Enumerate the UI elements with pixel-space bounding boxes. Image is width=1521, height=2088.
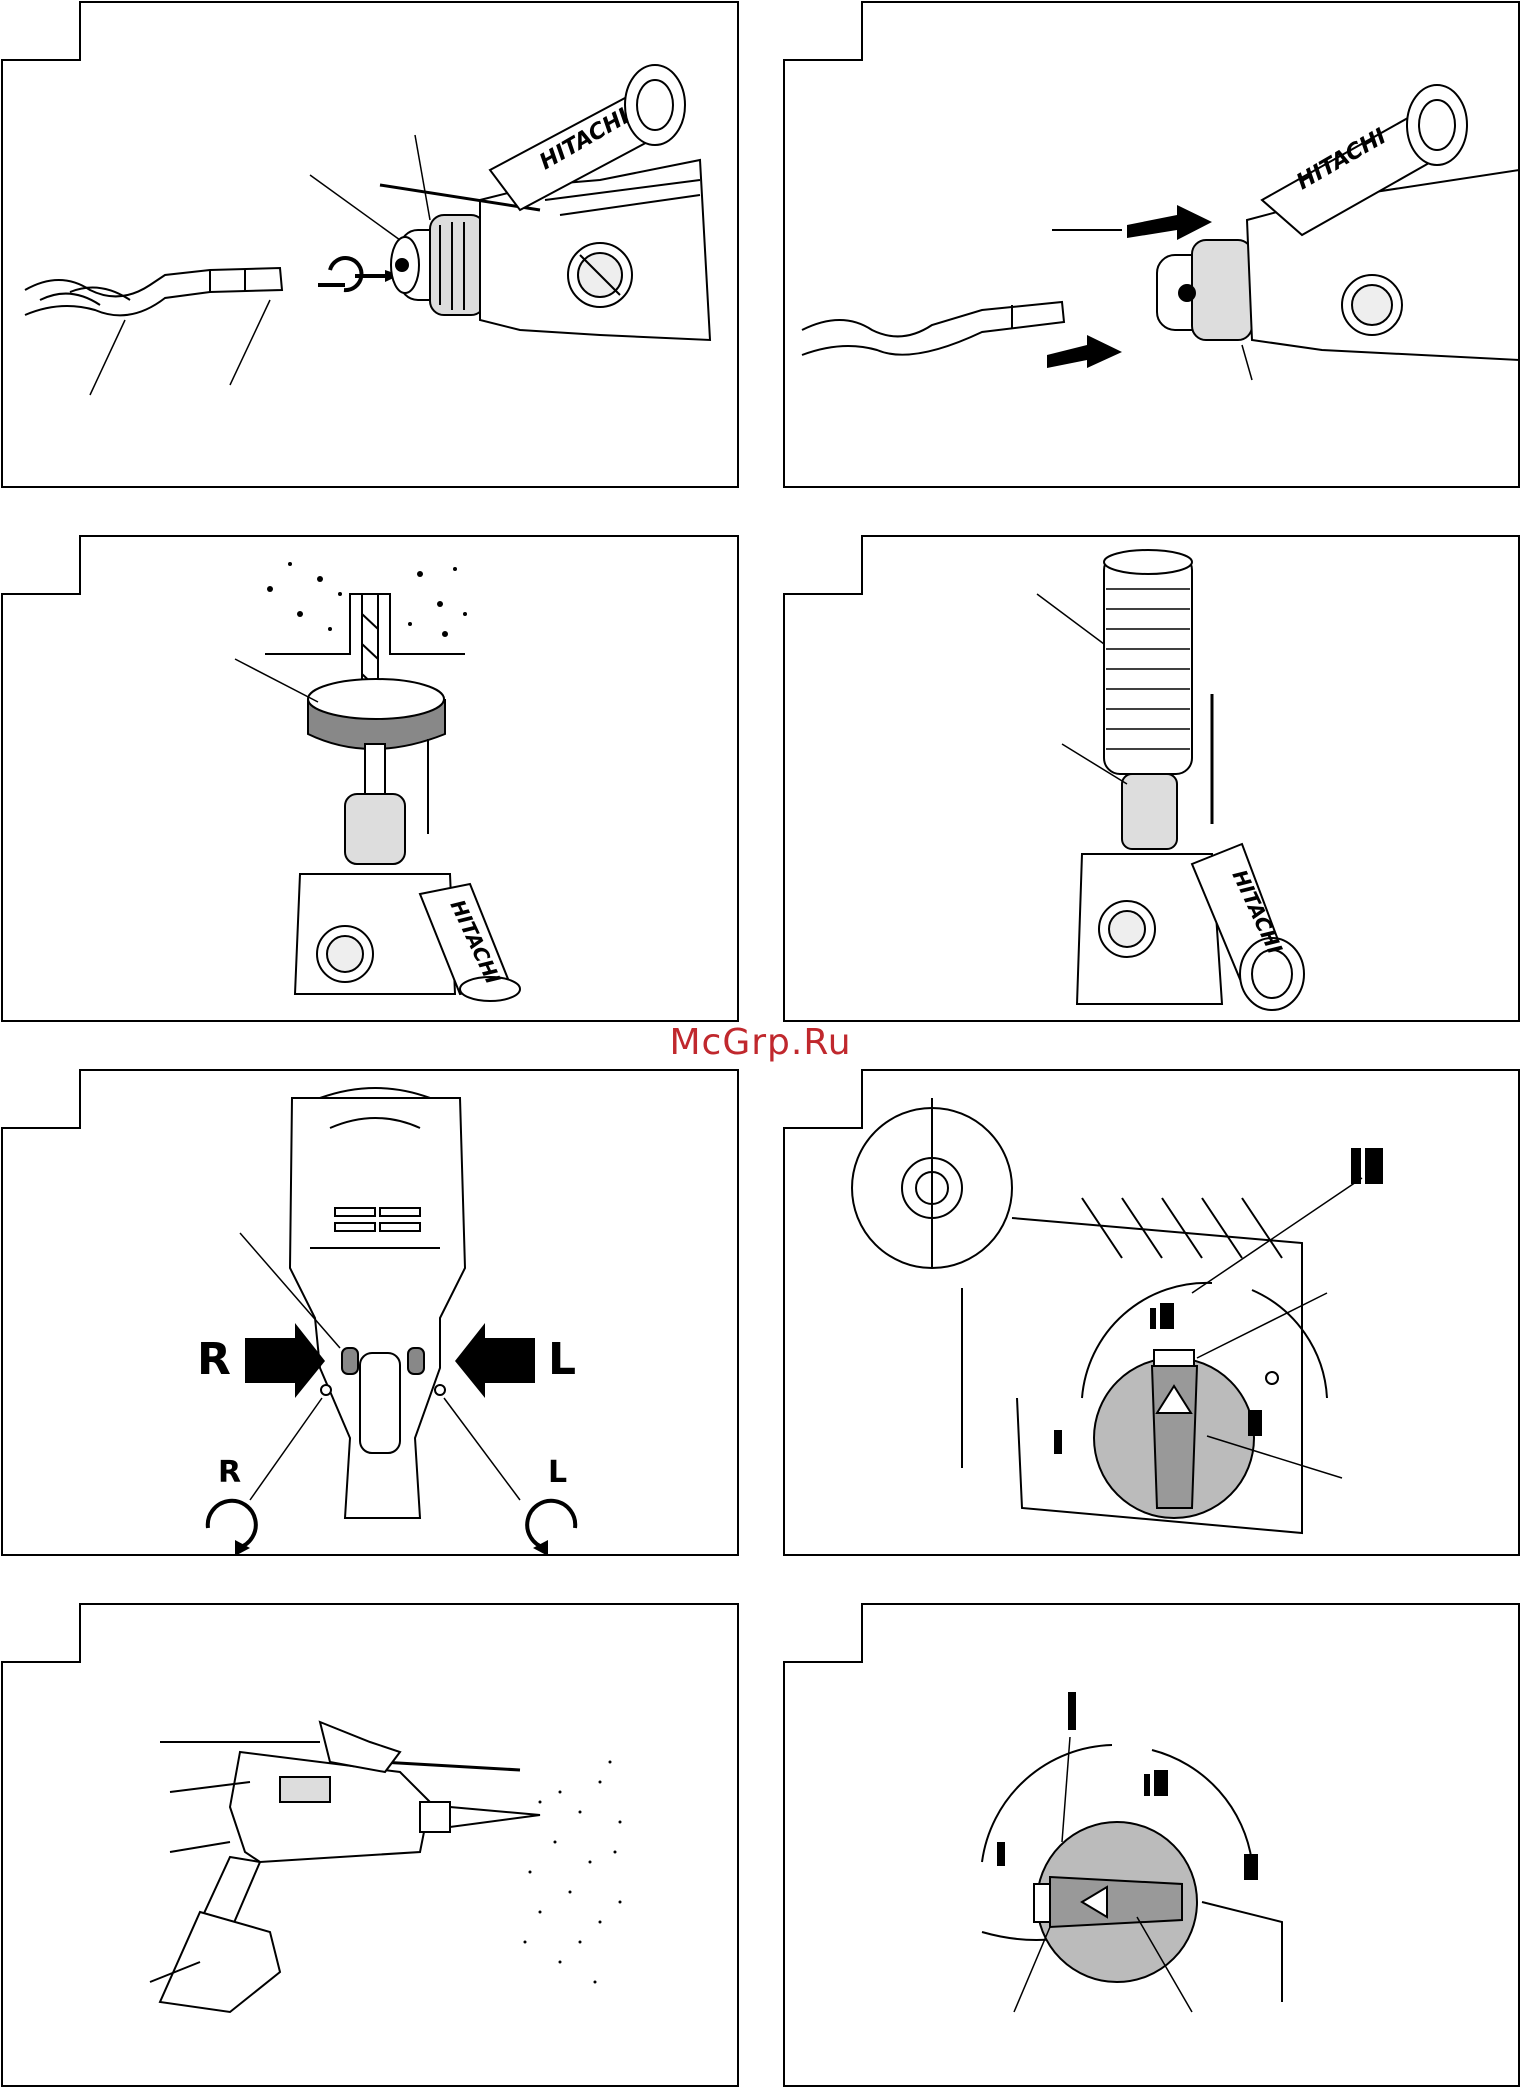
mode-hammer-icon <box>1244 1854 1258 1880</box>
dust-particles <box>524 1761 622 1984</box>
arrow-left-push-icon <box>455 1323 535 1398</box>
figure-2-drawing: HITACHI <box>782 0 1521 490</box>
mode-rotation-icon <box>997 1692 1076 1866</box>
direction-switch-right <box>342 1348 358 1374</box>
drill-bit <box>802 302 1064 355</box>
lock-button <box>1034 1884 1050 1922</box>
dust-collector-bellows <box>1104 550 1192 774</box>
figure-panel-3: HITACHI <box>0 534 740 1024</box>
label-left: L <box>548 1338 576 1382</box>
mode-rotation-icon <box>1054 1430 1062 1454</box>
figure-4-drawing: HITACHI <box>782 534 1521 1024</box>
figure-panel-8 <box>782 1602 1521 2088</box>
hand-drill <box>200 1752 540 1932</box>
side-handle-end <box>852 1098 1012 1268</box>
rotation-left-circle-icon <box>527 1501 575 1556</box>
chuck <box>1122 774 1177 849</box>
direction-switch-left <box>408 1348 424 1374</box>
mode-hammer-rotation-icon <box>1144 1770 1168 1796</box>
figure-5-drawing <box>0 1068 740 1558</box>
figure-3-drawing: HITACHI <box>0 534 740 1024</box>
label-right-circle: R <box>218 1458 241 1488</box>
figure-panel-5: R L R L <box>0 1068 740 1558</box>
leader-line <box>1242 345 1252 380</box>
figure-7-drawing <box>0 1602 740 2088</box>
mode-hammer-rotation-icon <box>1351 1148 1383 1184</box>
figure-8-drawing <box>782 1602 1521 2088</box>
figure-6-drawing <box>782 1068 1521 1558</box>
mode-hammer-icon <box>1248 1410 1262 1436</box>
figure-1-drawing: HITACHI <box>0 0 740 490</box>
label-left-circle: L <box>548 1458 567 1488</box>
chuck <box>391 215 485 315</box>
figure-panel-7 <box>0 1602 740 2088</box>
mode-hammer-rotation-small-icon <box>1150 1303 1174 1329</box>
figure-panel-6 <box>782 1068 1521 1558</box>
figure-panel-4: HITACHI <box>782 534 1521 1024</box>
figure-panel-2: HITACHI <box>782 0 1521 490</box>
leader-line <box>235 659 318 702</box>
chuck <box>1157 240 1252 340</box>
rotate-arrow-icon <box>318 258 400 290</box>
tool-top-view <box>290 1088 465 1518</box>
label-right: R <box>197 1338 231 1382</box>
rotation-right-circle-icon <box>208 1501 256 1556</box>
dust-cup <box>308 679 445 749</box>
lock-button <box>1154 1350 1194 1366</box>
arrow-right-push-icon <box>245 1323 325 1398</box>
hammer-drill-body <box>1247 85 1519 360</box>
watermark: McGrp.Ru <box>0 1022 1521 1063</box>
housing-ribs <box>1082 1198 1282 1258</box>
leader-lines <box>90 135 430 395</box>
push-arrow-icon <box>1127 205 1212 240</box>
figure-panel-1: HITACHI <box>0 0 740 490</box>
pull-arrow-icon <box>1047 335 1122 368</box>
drill-bit <box>25 268 282 315</box>
